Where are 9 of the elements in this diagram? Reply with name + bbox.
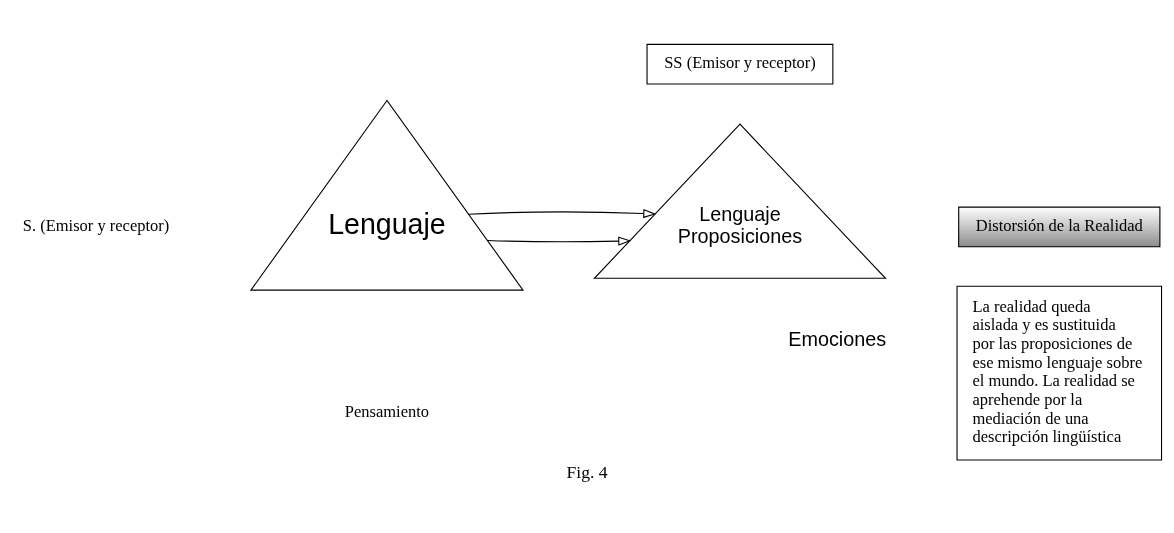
node-box: SS (Emisor y receptor) — [646, 43, 834, 85]
caption: Fig. 4 — [566, 462, 608, 483]
node-box: Distorsión de la Realidad — [958, 206, 1161, 248]
arrow — [468, 208, 657, 219]
label: S. (Emisor y receptor) — [22, 215, 170, 235]
label: Pensamiento — [344, 401, 430, 421]
node-box: La realidad queda aislada y es sustituida por las proposiciones de ese mismo lenguaje sobre el mundo. La realidad se aprehende por la mediación de una descripción lingüística — [956, 285, 1163, 461]
arrow — [487, 236, 632, 246]
node-label: Emociones — [788, 327, 887, 350]
